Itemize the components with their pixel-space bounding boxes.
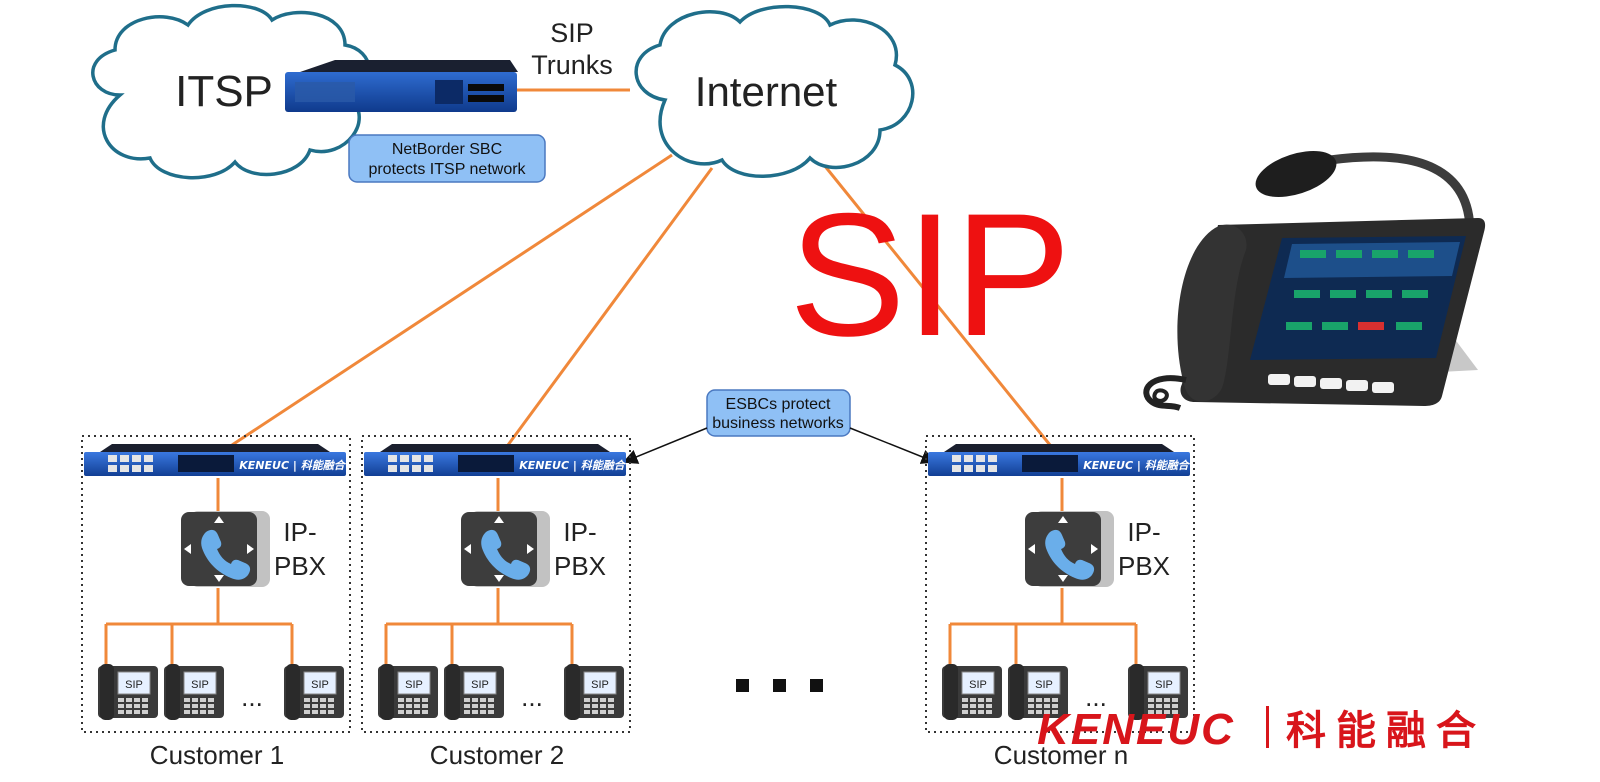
sbc-callout: NetBorder SBC protects ITSP network <box>348 134 546 183</box>
ip-pbx-icon <box>1025 511 1114 587</box>
customer-caption: Customer 1 <box>150 740 284 770</box>
logo-cjk: 科能融合 <box>1286 708 1486 754</box>
phones-ellipsis: ... <box>1085 682 1107 712</box>
sip-phone-label: SIP <box>591 679 609 691</box>
sip-phone-icon: SIP <box>98 664 158 720</box>
esbc-brand-label: KENEUC | 科能融合 <box>1083 459 1190 472</box>
customer-cluster: KENEUC | 科能融合 IP- PBX SIP SIP SIP... Customer … <box>361 435 631 770</box>
sip-big-label: SIP <box>789 178 1071 373</box>
link-customer-n <box>814 154 1052 446</box>
sip-phone-icon: SIP <box>1008 664 1068 720</box>
esbc-brand-label: KENEUC | 科能融合 <box>519 459 626 472</box>
esbc-callout: ESBCs protect business networks <box>622 389 937 464</box>
cluster-boundary <box>361 435 631 733</box>
itsp-label: ITSP <box>175 67 273 116</box>
sip-trunks-line-1: SIP <box>550 18 594 48</box>
ip-pbx-label-line-1: IP- <box>283 517 316 547</box>
desk-video-phone-image <box>1143 150 1486 411</box>
esbc-device: KENEUC | 科能融合 <box>364 444 627 476</box>
esbc-arrow-left <box>622 427 708 464</box>
more-customers-ellipsis <box>736 679 823 692</box>
ip-pbx-label-line-2: PBX <box>1118 551 1170 581</box>
esbc-callout-line-1: ESBCs protect <box>726 396 831 413</box>
customer-cluster: KENEUC | 科能融合 IP- PBX SIP SIP SIP... Customer … <box>81 435 351 770</box>
sip-trunks-label: SIP Trunks <box>531 18 613 80</box>
sbc-callout-line-1: NetBorder SBC <box>392 141 502 158</box>
phones-ellipsis: ... <box>521 682 543 712</box>
keneuc-logo: KENEUC 科能融合 <box>1037 705 1486 754</box>
ip-pbx-icon <box>461 511 550 587</box>
esbc-callout-line-2: business networks <box>712 415 844 432</box>
ip-pbx-label-line-2: PBX <box>554 551 606 581</box>
ip-pbx-label-line-2: PBX <box>274 551 326 581</box>
sip-phone-label: SIP <box>311 679 329 691</box>
sip-trunks-line-2: Trunks <box>531 50 613 80</box>
sip-phone-icon: SIP <box>564 664 624 720</box>
internet-cloud: Internet <box>634 4 915 178</box>
sip-phone-label: SIP <box>191 679 209 691</box>
sip-phone-icon: SIP <box>284 664 344 720</box>
ip-pbx-label-line-1: IP- <box>1127 517 1160 547</box>
sip-phone-icon: SIP <box>942 664 1002 720</box>
sip-phone-label: SIP <box>405 679 423 691</box>
sip-phone-label: SIP <box>125 679 143 691</box>
link-customer-1 <box>231 153 673 447</box>
esbc-brand-label: KENEUC | 科能融合 <box>239 459 346 472</box>
esbc-device: KENEUC | 科能融合 <box>84 444 347 476</box>
sip-phone-label: SIP <box>1155 679 1173 691</box>
sip-phone-label: SIP <box>1035 679 1053 691</box>
ip-pbx-icon <box>181 511 270 587</box>
sip-phone-label: SIP <box>471 679 489 691</box>
customer-caption: Customer 2 <box>430 740 564 770</box>
customer-caption: Customer n <box>994 740 1128 770</box>
sip-phone-label: SIP <box>969 679 987 691</box>
customer-cluster: KENEUC | 科能融合 IP- PBX SIP SIP SIP... Customer … <box>925 435 1195 770</box>
sip-phone-icon: SIP <box>444 664 504 720</box>
netborder-sbc-device <box>285 60 518 112</box>
cluster-boundary <box>81 435 351 733</box>
esbc-arrow-right <box>849 427 937 464</box>
logo-latin: KENEUC <box>1037 705 1235 754</box>
sip-phone-icon: SIP <box>378 664 438 720</box>
ip-pbx-label-line-1: IP- <box>563 517 596 547</box>
internet-label: Internet <box>695 68 838 115</box>
sbc-callout-line-2: protects ITSP network <box>368 161 526 178</box>
link-customer-2 <box>506 167 714 446</box>
phones-ellipsis: ... <box>241 682 263 712</box>
cluster-boundary <box>925 435 1195 733</box>
sip-phone-icon: SIP <box>1128 664 1188 720</box>
network-links <box>231 88 1052 447</box>
esbc-device: KENEUC | 科能融合 <box>928 444 1191 476</box>
sip-phone-icon: SIP <box>164 664 224 720</box>
customer-clusters: KENEUC | 科能融合 IP- PBX SIP SIP SIP... Customer … <box>81 435 1195 770</box>
